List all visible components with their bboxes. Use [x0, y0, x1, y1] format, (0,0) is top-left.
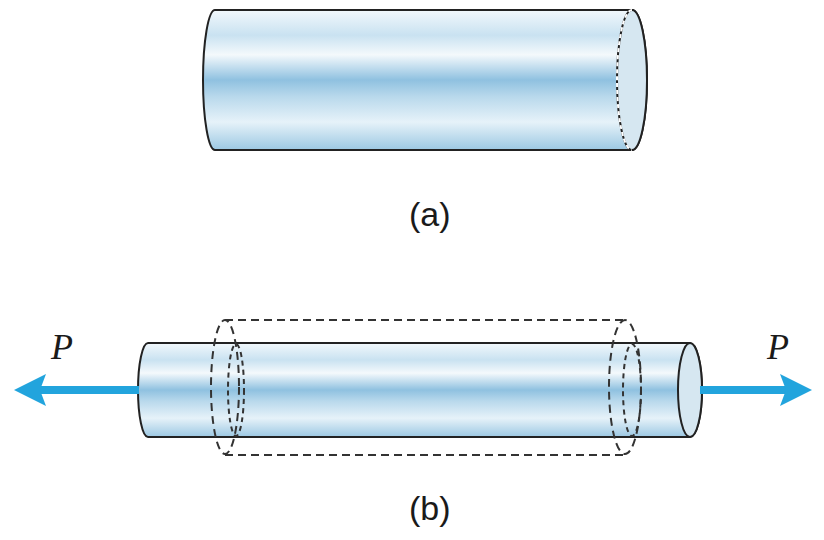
stretched-bar [138, 343, 702, 437]
unloaded-bar [203, 10, 647, 150]
load-label: P [51, 329, 73, 365]
view-caption: (a) [409, 197, 451, 231]
view-caption: (b) [409, 491, 451, 525]
original-outline [211, 320, 641, 455]
load-label: P [767, 329, 789, 365]
load-arrow [14, 374, 812, 406]
